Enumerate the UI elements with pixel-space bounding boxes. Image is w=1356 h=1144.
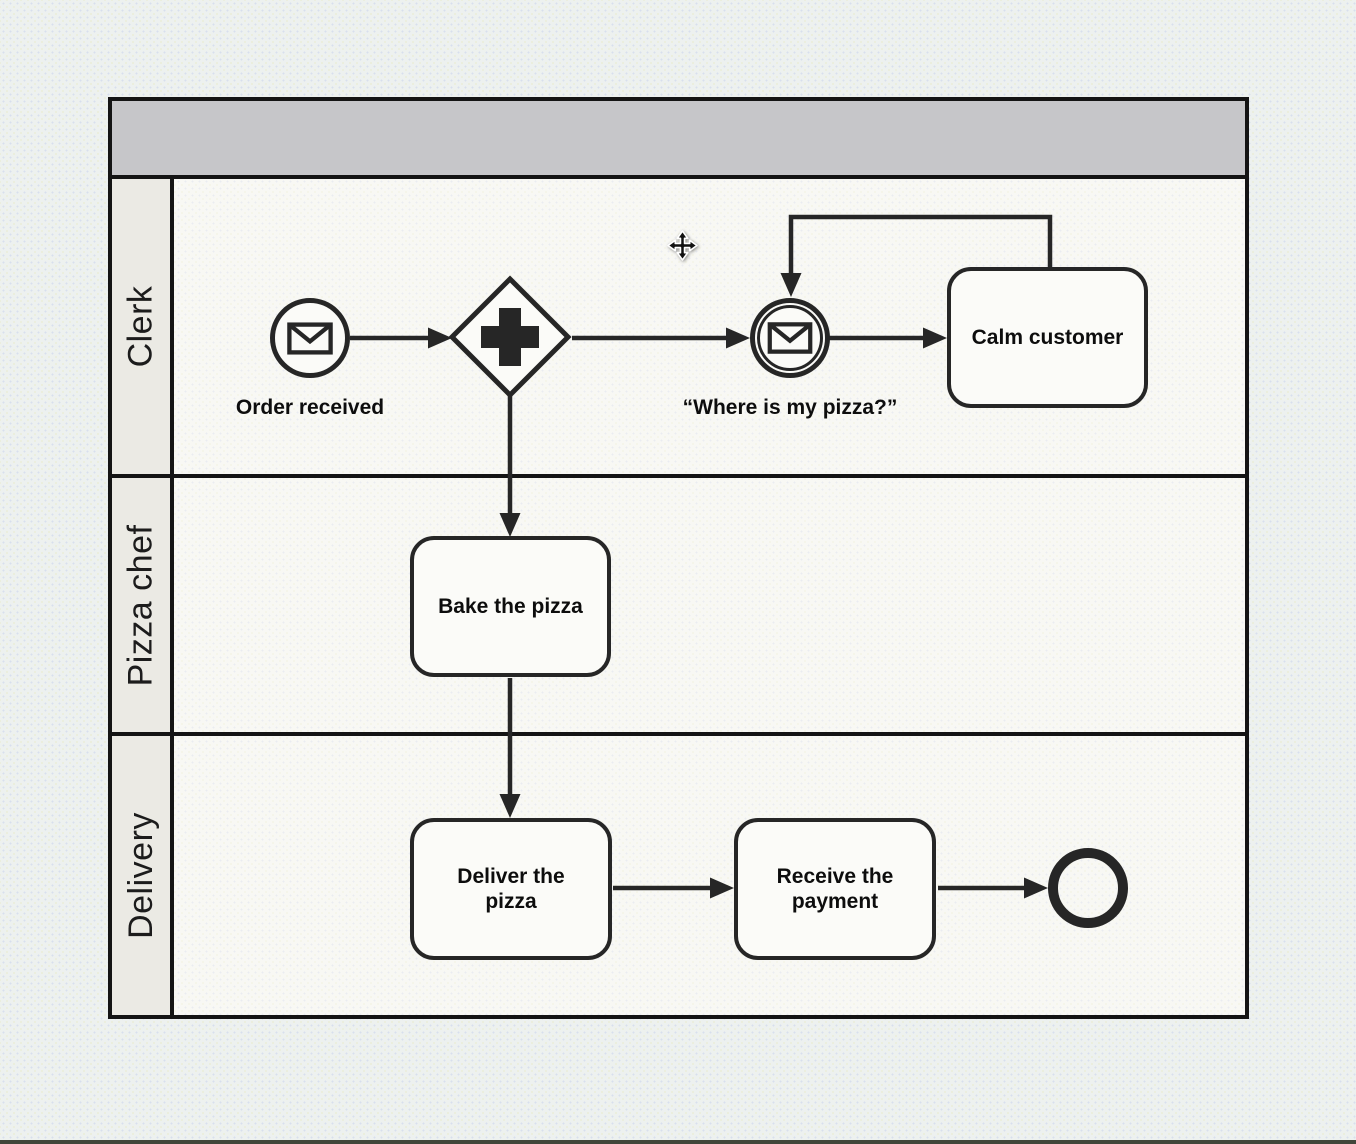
lane-label-text: Delivery [121, 812, 160, 939]
end-event[interactable] [1048, 848, 1128, 928]
pool-header [112, 101, 1245, 179]
message-event-label: “Where is my pizza?” [682, 396, 898, 419]
task-deliver-pizza[interactable]: Deliver the pizza [410, 818, 612, 960]
lane-label-delivery: Delivery [112, 736, 174, 1015]
lane-label-text: Clerk [121, 285, 160, 368]
lane-clerk: Clerk [112, 179, 1245, 478]
task-label: Receive the payment [776, 864, 894, 913]
start-event-message[interactable] [270, 298, 350, 378]
task-receive-payment[interactable]: Receive the payment [734, 818, 936, 960]
envelope-icon [287, 321, 333, 355]
lane-label-clerk: Clerk [112, 179, 174, 474]
parallel-gateway[interactable] [448, 275, 572, 399]
task-label: Deliver the pizza [457, 864, 565, 913]
task-calm-customer[interactable]: Calm customer [947, 267, 1148, 408]
lane-pizza-chef: Pizza chef [112, 478, 1245, 736]
message-catch-event[interactable] [750, 298, 830, 378]
lane-label-pizza-chef: Pizza chef [112, 478, 174, 732]
lane-pizza-chef-content [174, 478, 1245, 732]
task-bake-pizza[interactable]: Bake the pizza [410, 536, 611, 677]
window-bottom-edge [0, 1140, 1356, 1144]
task-label: Bake the pizza [438, 594, 583, 618]
envelope-icon [767, 322, 813, 354]
lane-label-text: Pizza chef [121, 524, 160, 686]
move-cursor-icon [667, 230, 698, 261]
plus-icon [481, 308, 539, 366]
inner-ring [757, 305, 823, 371]
start-event-label: Order received [235, 396, 385, 419]
task-label: Calm customer [971, 325, 1124, 349]
lane-delivery: Delivery [112, 736, 1245, 1015]
